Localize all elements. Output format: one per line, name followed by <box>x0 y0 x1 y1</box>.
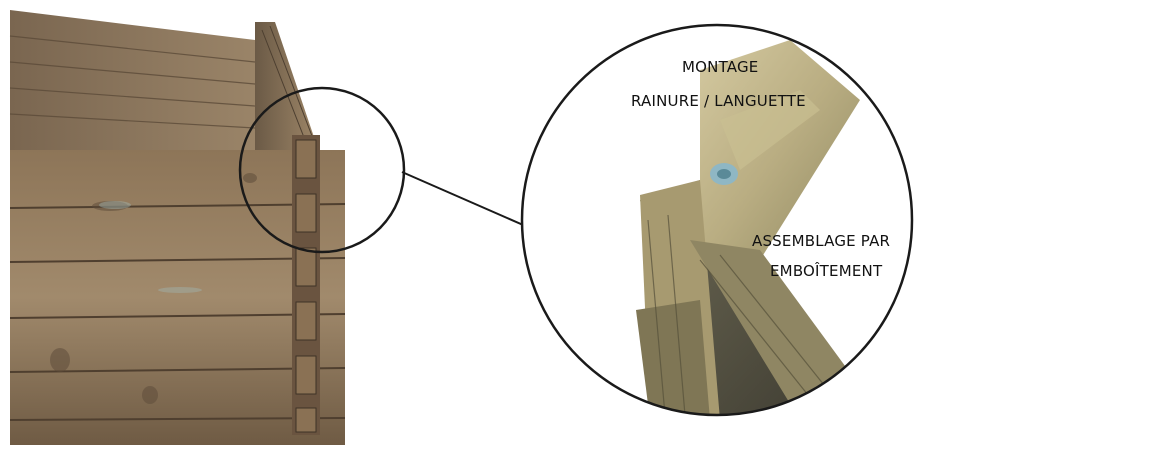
side-wall <box>255 22 315 150</box>
zoom-circle <box>520 23 914 417</box>
label-montage: MONTAGE <box>682 58 759 76</box>
zoom-detail <box>522 25 912 415</box>
front-wall <box>9 135 346 445</box>
back-wall <box>9 10 256 150</box>
focus-circle <box>238 86 406 254</box>
label-rainure-languette: RAINURE / LANGUETTE <box>631 92 806 110</box>
label-assemblage-par: ASSEMBLAGE PAR <box>752 232 891 250</box>
label-emboitement: EMBOÎTEMENT <box>770 262 883 280</box>
connector-line <box>401 171 531 229</box>
